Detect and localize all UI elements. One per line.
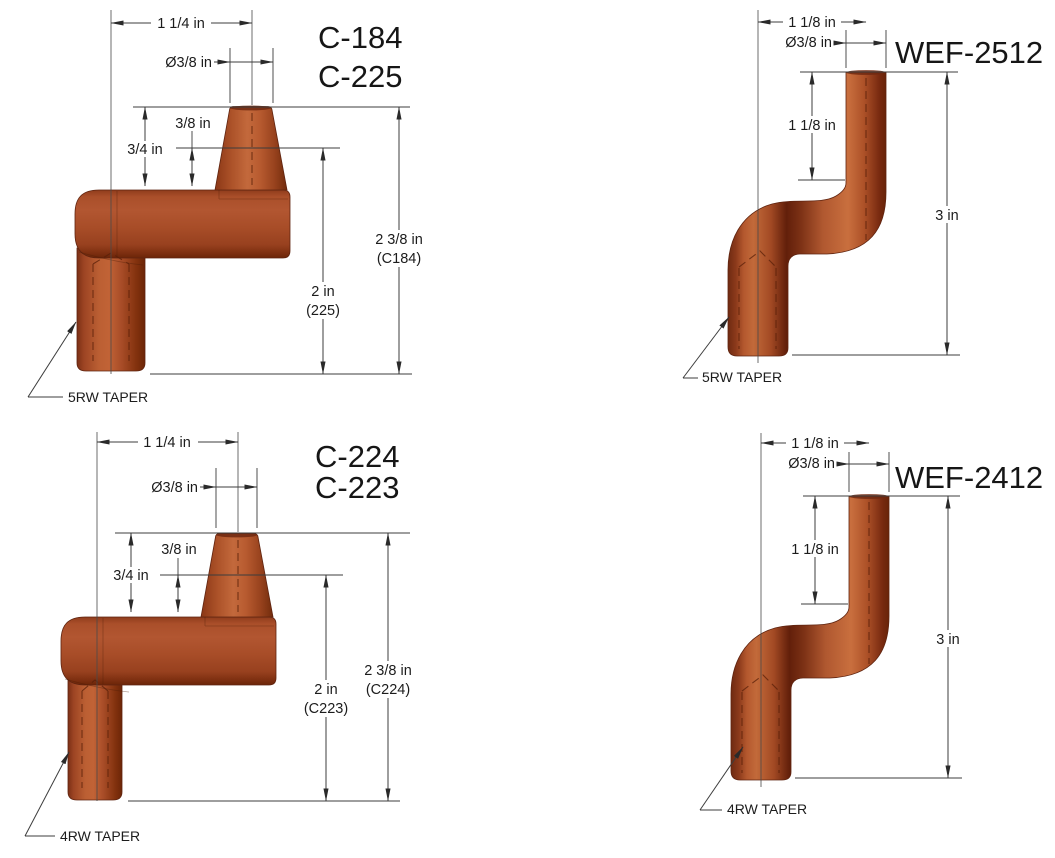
dim-tip-diameter-text: Ø3/8 in	[785, 35, 832, 51]
part-number-title: WEF-2412	[895, 460, 1043, 495]
dim-text-bg	[151, 15, 211, 31]
dim-tip-height: 3/4 in	[108, 532, 154, 613]
panel-c184-c225: 1 1/4 in Ø3/8 in 3/4 in 3/8 in	[27, 10, 431, 405]
part-number-title: WEF-2512	[895, 35, 1043, 70]
dim-tip-height-text: 3/4 in	[127, 142, 162, 158]
dim-tip-diameter: Ø3/8 in	[165, 48, 274, 103]
dim-overall-length-ref: (C184)	[377, 251, 421, 267]
s-tube-body	[727, 71, 887, 357]
arm-model-edge	[116, 190, 288, 257]
dim-tip-diameter: Ø3/8 in	[785, 30, 887, 68]
dim-upper-length-text: 1 1/8 in	[788, 118, 836, 134]
dim-overall-width: 1 1/8 in	[757, 14, 867, 31]
tip-top-face	[230, 105, 272, 111]
dim-overall-length: 3 in	[926, 495, 970, 779]
leader-taper: 4RW TAPER	[24, 751, 140, 844]
dim-tip-diameter-text: Ø3/8 in	[151, 480, 198, 496]
tube-top-face	[846, 70, 886, 75]
dimension-annotations: 1 1/4 in Ø3/8 in 3/4 in 3/8 in	[27, 10, 431, 405]
dim-upper-length-text: 1 1/8 in	[791, 542, 839, 558]
dim-overall-width-text: 1 1/8 in	[788, 15, 836, 31]
dim-tip-height: 3/4 in	[122, 106, 168, 187]
dim-partial-length: 2 in (225)	[299, 147, 347, 375]
panel-wef-2412: 1 1/8 in Ø3/8 in 1 1/8 in 3 in	[699, 433, 1043, 817]
leader-taper: 5RW TAPER	[27, 321, 148, 405]
dim-overall-length-text: 3 in	[936, 632, 959, 648]
taper-label: 5RW TAPER	[68, 389, 148, 405]
dim-overall-length: 3 in	[925, 71, 969, 356]
taper-label: 5RW TAPER	[702, 369, 782, 385]
dim-overall-length-text: 3 in	[935, 208, 958, 224]
part-number-title: C-224	[315, 439, 399, 474]
dim-neck-height: 3/8 in	[156, 541, 202, 613]
dim-overall-width-text: 1 1/8 in	[791, 436, 839, 452]
electrode-shank	[67, 675, 123, 801]
dim-tip-diameter-text: Ø3/8 in	[165, 55, 212, 71]
dim-overall-width: 1 1/4 in	[110, 15, 253, 32]
electrode-arm	[74, 189, 291, 259]
dim-partial-length-text: 2 in	[311, 284, 334, 300]
dim-tip-diameter: Ø3/8 in	[788, 452, 890, 492]
dim-partial-length-ref: (C223)	[304, 701, 348, 717]
dim-overall-length-text: 2 3/8 in	[375, 232, 423, 248]
dim-partial-length-ref: (225)	[306, 303, 340, 319]
dimension-annotations: 1 1/8 in Ø3/8 in 1 1/8 in 3 in	[699, 433, 970, 817]
dim-overall-width: 1 1/8 in	[760, 435, 870, 452]
dim-tip-height-text: 3/4 in	[113, 568, 148, 584]
shank-taper-hidden-lines	[92, 252, 130, 361]
dim-overall-length: 2 3/8 in (C184)	[367, 106, 431, 375]
dimension-annotations: 1 1/4 in Ø3/8 in 3/4 in 3/8 in	[24, 432, 420, 844]
panel-wef-2512: 1 1/8 in Ø3/8 in 1 1/8 in 3 in	[682, 10, 1043, 385]
panel-c224-c223: 1 1/4 in Ø3/8 in 3/4 in 3/8 in	[24, 432, 420, 844]
electrode-illustration	[730, 493, 890, 781]
dim-overall-width: 1 1/4 in	[96, 434, 239, 451]
dim-overall-width-text: 1 1/4 in	[157, 16, 205, 32]
taper-hidden-lines	[738, 250, 777, 349]
shank-taper-hidden-lines	[81, 679, 109, 788]
part-number-title: C-225	[318, 59, 402, 94]
dim-overall-length-text: 2 3/8 in	[364, 663, 412, 679]
part-number-title: C-223	[315, 470, 399, 505]
dim-partial-length-text: 2 in	[314, 682, 337, 698]
dim-overall-width-text: 1 1/4 in	[143, 435, 191, 451]
part-number-title: C-184	[318, 20, 402, 55]
dim-overall-length: 2 3/8 in (C224)	[356, 532, 420, 802]
dimension-annotations: 1 1/8 in Ø3/8 in 1 1/8 in 3 in	[682, 10, 969, 385]
taper-label: 4RW TAPER	[727, 801, 807, 817]
dim-partial-length: 2 in (C223)	[302, 574, 350, 802]
electrode-illustration	[74, 105, 291, 372]
leader-taper: 5RW TAPER	[682, 316, 782, 385]
dim-neck-height-text: 3/8 in	[175, 116, 210, 132]
dim-tip-diameter-text: Ø3/8 in	[788, 456, 835, 472]
electrode-illustration	[727, 70, 887, 357]
dim-upper-length: 1 1/8 in	[791, 495, 839, 605]
dim-upper-length: 1 1/8 in	[788, 71, 836, 181]
taper-label: 4RW TAPER	[60, 828, 140, 844]
dim-neck-height: 3/8 in	[170, 115, 216, 187]
dim-overall-length-ref: (C224)	[366, 682, 410, 698]
dim-tip-diameter: Ø3/8 in	[151, 468, 258, 528]
electrode-illustration	[60, 532, 277, 801]
dim-neck-height-text: 3/8 in	[161, 542, 196, 558]
leader-taper: 4RW TAPER	[699, 746, 807, 817]
